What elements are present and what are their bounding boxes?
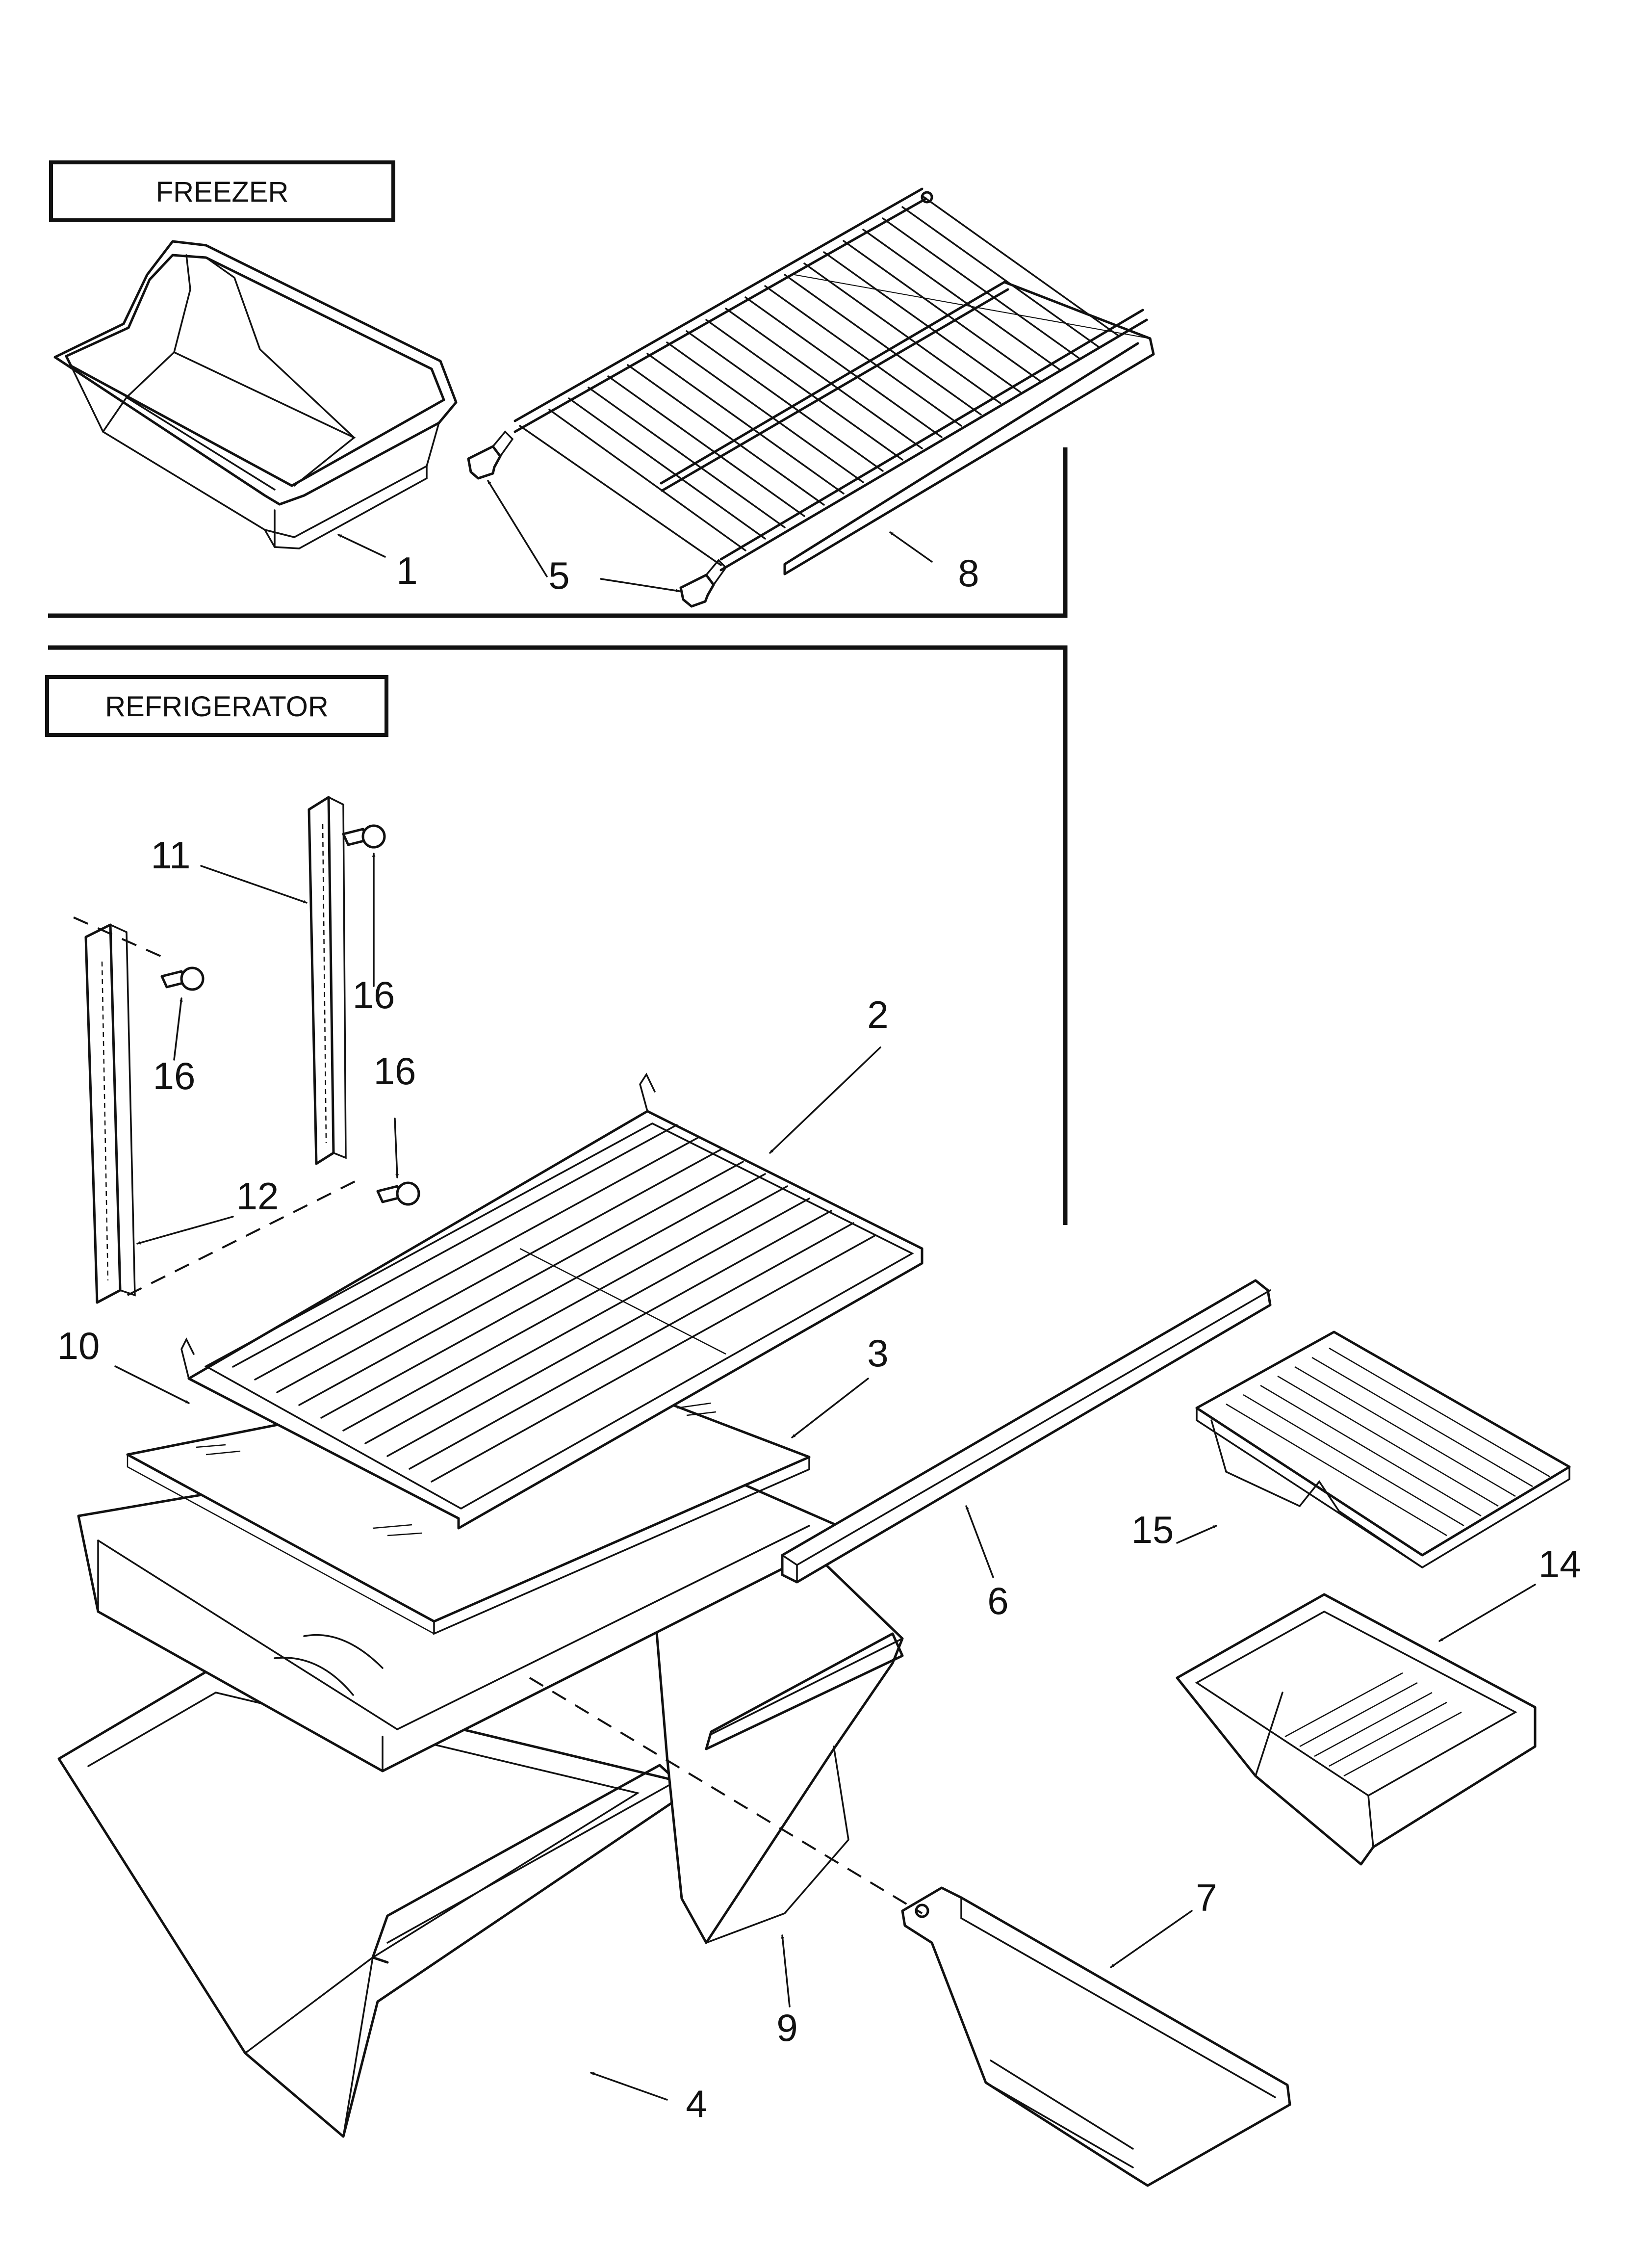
callout-8: 8 (958, 551, 979, 595)
refrigerator-label-box: REFRIGERATOR (45, 675, 388, 737)
freezer-label: FREEZER (156, 176, 289, 208)
crisper-trim-strip (781, 1279, 1272, 1584)
callout-15: 15 (1131, 1508, 1174, 1551)
shelf-stud-upper (467, 430, 514, 480)
callout-16-left: 16 (153, 1054, 196, 1097)
leader-arrows (114, 480, 1536, 2101)
callout-16-upper: 16 (353, 973, 395, 1017)
ladder-mount-lines (73, 916, 359, 1296)
shelf-stud-lower (679, 559, 727, 608)
glass-reflections (196, 1402, 717, 1537)
callout-labels: 1 5 8 11 16 16 16 2 12 10 3 6 15 14 7 9 … (57, 549, 1581, 2125)
refrigerator-wire-shelf (180, 1072, 924, 1530)
section-dividers (48, 447, 1068, 1225)
callout-16-lower: 16 (374, 1049, 416, 1093)
callout-7: 7 (1196, 1876, 1217, 1919)
screw-lower (376, 1181, 420, 1206)
callout-11: 11 (151, 834, 191, 877)
screw-left (160, 966, 205, 991)
callout-14: 14 (1539, 1542, 1581, 1586)
shelf-ladder-left (84, 923, 136, 1304)
assembly-lines (529, 1677, 923, 1914)
freezer-wire-shelf (513, 187, 1155, 575)
callout-9: 9 (776, 2006, 797, 2049)
utility-bin-ribs (1284, 1672, 1462, 1777)
utility-bin (1176, 1593, 1537, 1866)
callout-6: 6 (987, 1579, 1008, 1622)
freezer-label-box: FREEZER (49, 160, 395, 222)
cover-support-rail (901, 1886, 1291, 2187)
shelf-wires-lower (232, 1124, 876, 1483)
callout-1: 1 (396, 549, 417, 592)
callout-10: 10 (57, 1324, 100, 1367)
screw-upper (342, 824, 386, 849)
refrigerator-label: REFRIGERATOR (105, 691, 328, 723)
freezer-basket (53, 240, 458, 549)
callout-2: 2 (867, 993, 888, 1036)
callout-4: 4 (686, 2082, 707, 2125)
callout-12: 12 (236, 1174, 279, 1218)
shelf-wires (548, 195, 1119, 551)
shelf-ladder-right (308, 796, 347, 1165)
callout-3: 3 (867, 1331, 888, 1375)
callout-5: 5 (548, 554, 569, 597)
utility-shelf-wires (1226, 1347, 1550, 1537)
utility-shelf (1195, 1330, 1571, 1569)
